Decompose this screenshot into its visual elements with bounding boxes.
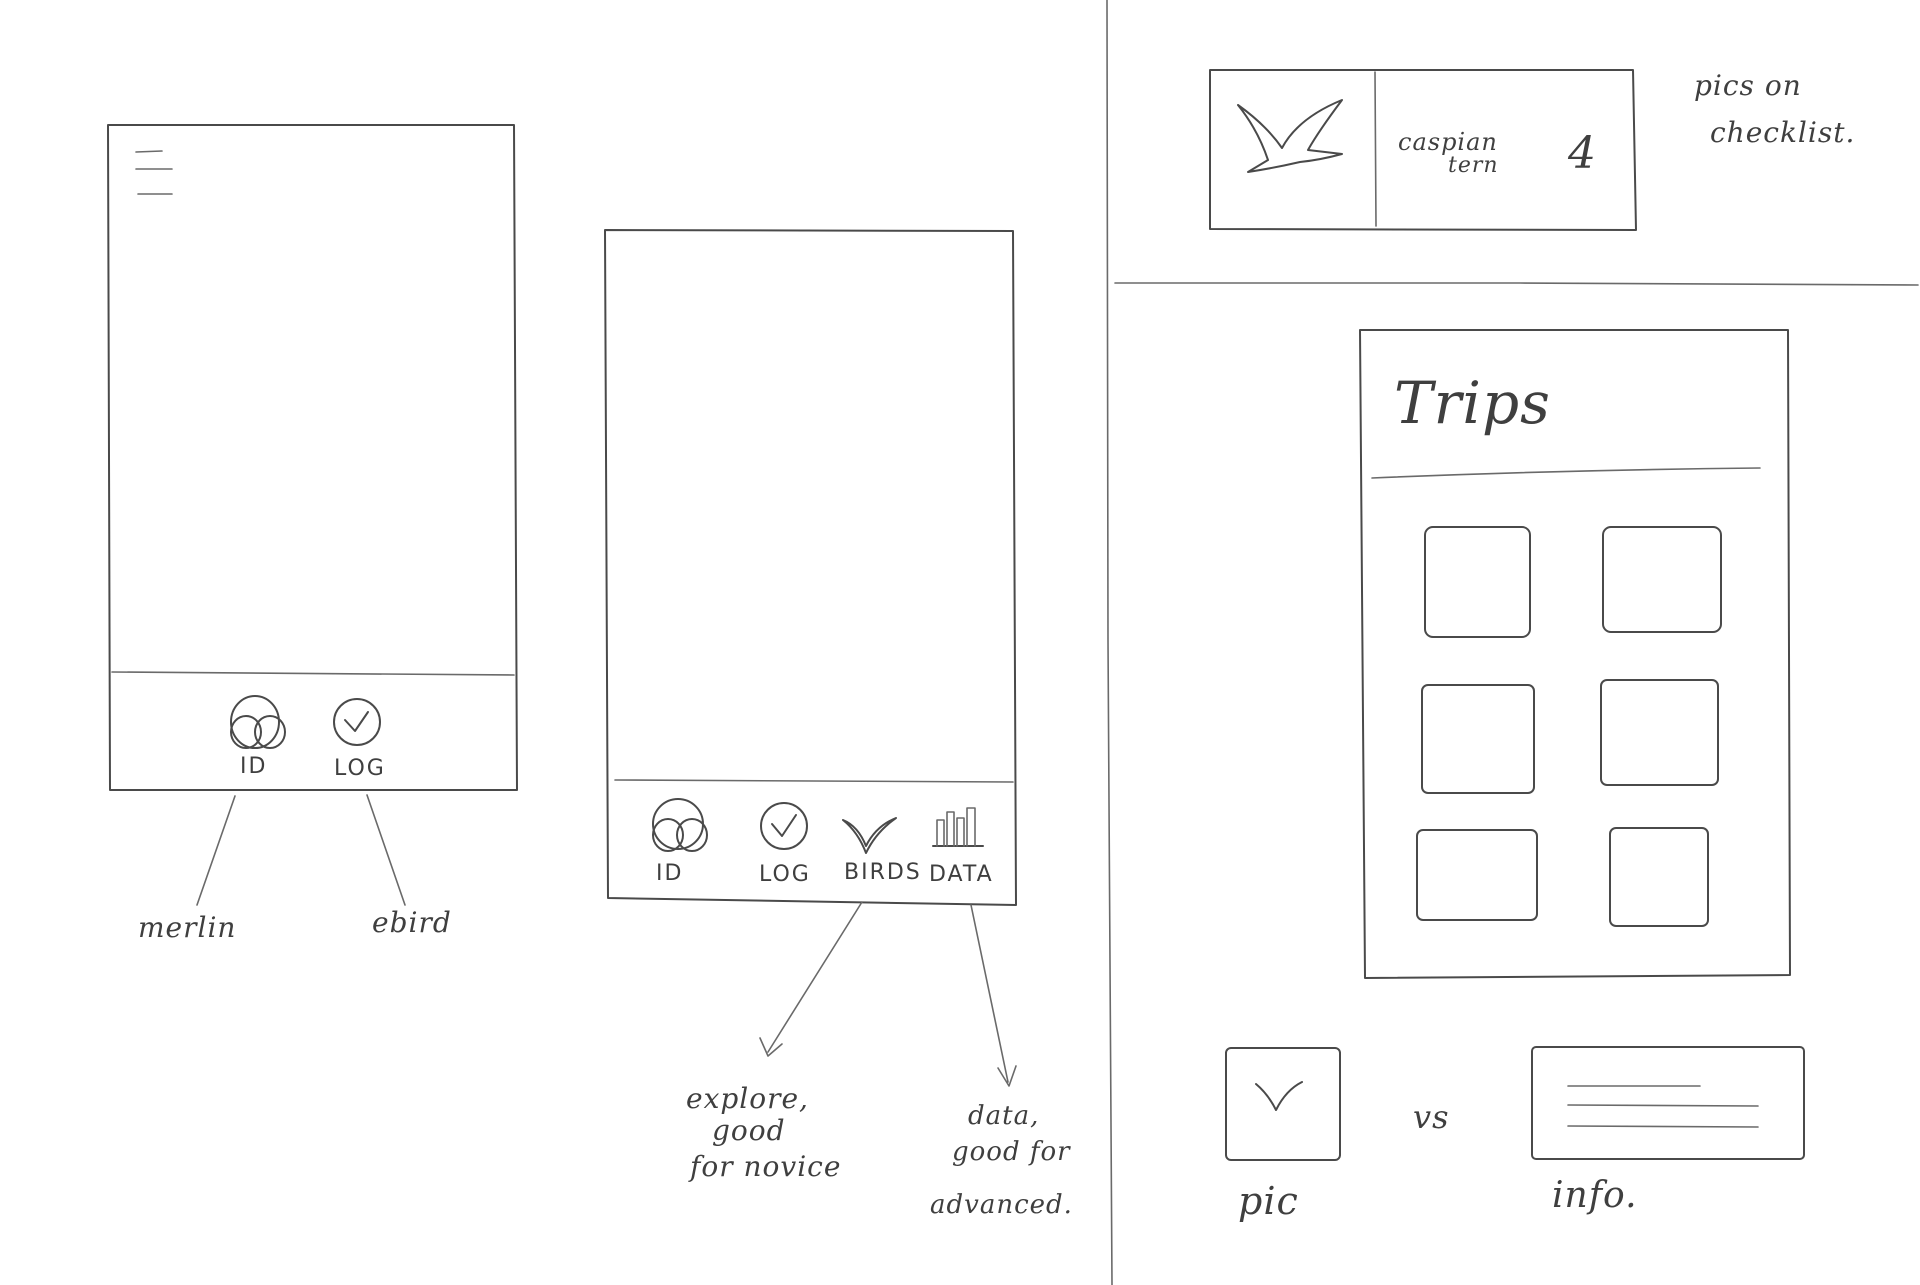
note-line-2: checklist. xyxy=(1710,116,1855,149)
trip-tile[interactable] xyxy=(1602,526,1722,633)
info-card xyxy=(1531,1046,1805,1160)
tab-id[interactable]: ID xyxy=(230,695,286,779)
phone-b-frame xyxy=(604,229,1017,906)
pic-label: pic xyxy=(1238,1179,1299,1223)
species-count: 4 xyxy=(1567,128,1597,179)
bar-chart-icon xyxy=(932,807,984,847)
check-circle-icon xyxy=(333,698,381,746)
trip-tile-grid xyxy=(1416,526,1722,927)
phone-b: ID LOG BIRDS DATA explore, good xyxy=(604,229,1073,1220)
annotation-ebird: ebird xyxy=(372,906,452,939)
pic-card xyxy=(1225,1047,1341,1161)
annotation-arrow-data xyxy=(970,904,1017,1087)
trips-screen: Trips xyxy=(1359,329,1791,979)
checklist-row-frame xyxy=(1209,69,1637,231)
pic-bird-icon xyxy=(1255,1081,1303,1111)
tab-log[interactable]: LOG xyxy=(333,698,386,781)
binoculars-icon xyxy=(230,695,286,749)
tab-log[interactable]: LOG xyxy=(759,802,811,887)
species-name-line-2: tern xyxy=(1448,153,1499,178)
annotation-merlin: merlin xyxy=(138,911,236,944)
annotation-birds-line-3: for novice xyxy=(688,1150,841,1183)
tab-log-label: LOG xyxy=(759,862,811,887)
tab-birds-label: BIRDS xyxy=(844,860,922,885)
bird-icon xyxy=(842,817,897,854)
tab-data[interactable]: DATA xyxy=(929,807,994,887)
vs-label: vs xyxy=(1413,1098,1450,1136)
trip-tile[interactable] xyxy=(1424,526,1531,638)
title-divider xyxy=(1371,467,1761,479)
checklist-row[interactable]: caspian tern 4 xyxy=(1209,69,1637,231)
trip-tile[interactable] xyxy=(1421,684,1535,794)
binoculars-icon xyxy=(652,798,708,852)
tab-log-label: LOG xyxy=(334,756,386,781)
menu-icon[interactable] xyxy=(135,150,173,195)
annotation-data-line-1: data, xyxy=(968,1101,1039,1131)
annotation-data-line-2: good for xyxy=(952,1137,1071,1167)
phone-a-frame xyxy=(107,124,518,791)
annotation-line-merlin xyxy=(196,795,236,906)
annotation-arrow-birds xyxy=(759,901,863,1057)
phone-a: ID LOG merlin ebird xyxy=(107,124,518,944)
trip-tile[interactable] xyxy=(1600,679,1719,786)
annotation-birds-line-1: explore, xyxy=(686,1082,809,1115)
trip-tile[interactable] xyxy=(1609,827,1709,927)
tab-data-label: DATA xyxy=(929,862,994,887)
vertical-divider xyxy=(1106,0,1113,1285)
annotation-line-ebird xyxy=(366,794,406,906)
annotation-data-line-3: advanced. xyxy=(930,1190,1073,1220)
species-name-line-1: caspian xyxy=(1398,128,1498,156)
info-label: info. xyxy=(1552,1175,1638,1216)
tab-birds[interactable]: BIRDS xyxy=(842,817,922,885)
bird-icon xyxy=(1237,99,1343,173)
tab-id-label: ID xyxy=(656,861,683,886)
check-circle-icon xyxy=(760,802,808,850)
note-line-1: pics on xyxy=(1694,69,1802,102)
trips-screen-frame xyxy=(1359,329,1791,979)
annotation-birds-line-2: good xyxy=(712,1114,786,1147)
page-title: Trips xyxy=(1394,369,1551,437)
pic-vs-info-comparison: pic vs info. xyxy=(1225,1046,1805,1223)
tab-id[interactable]: ID xyxy=(652,798,708,886)
trip-tile[interactable] xyxy=(1416,829,1538,921)
tab-id-label: ID xyxy=(240,754,267,779)
horizontal-divider xyxy=(1114,282,1919,286)
